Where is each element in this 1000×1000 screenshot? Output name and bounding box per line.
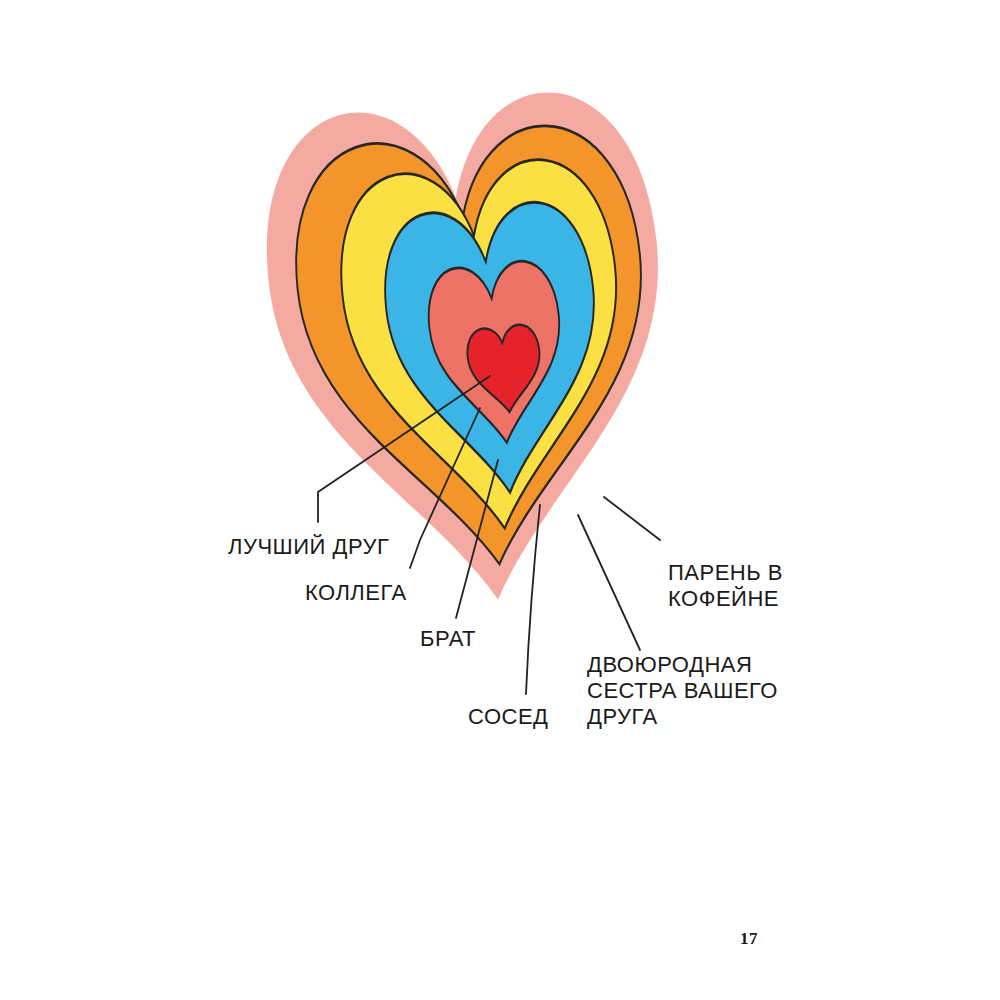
label: КОЛЛЕГА — [305, 580, 465, 606]
heart-band — [377, 197, 614, 504]
label: ДВОЮРОДНАЯ СЕСТРА ВАШЕГО ДРУГА — [587, 652, 782, 730]
heart-band — [423, 258, 571, 450]
leader-line — [578, 515, 640, 650]
leader-line — [456, 460, 498, 618]
leader-line — [410, 408, 480, 568]
leader-line — [318, 376, 490, 522]
label: ПАРЕНЬ В КОФЕЙНЕ — [668, 560, 793, 612]
heart-band — [331, 153, 641, 543]
leader-line — [604, 497, 660, 540]
heart-band — [283, 117, 670, 582]
page-number: 17 — [740, 926, 780, 952]
heart-core — [465, 323, 546, 416]
label: ЛУЧШИЙ ДРУГ — [228, 534, 468, 560]
label: БРАТ — [420, 626, 540, 652]
leader-line — [526, 505, 540, 694]
label: СОСЕД — [468, 704, 598, 730]
